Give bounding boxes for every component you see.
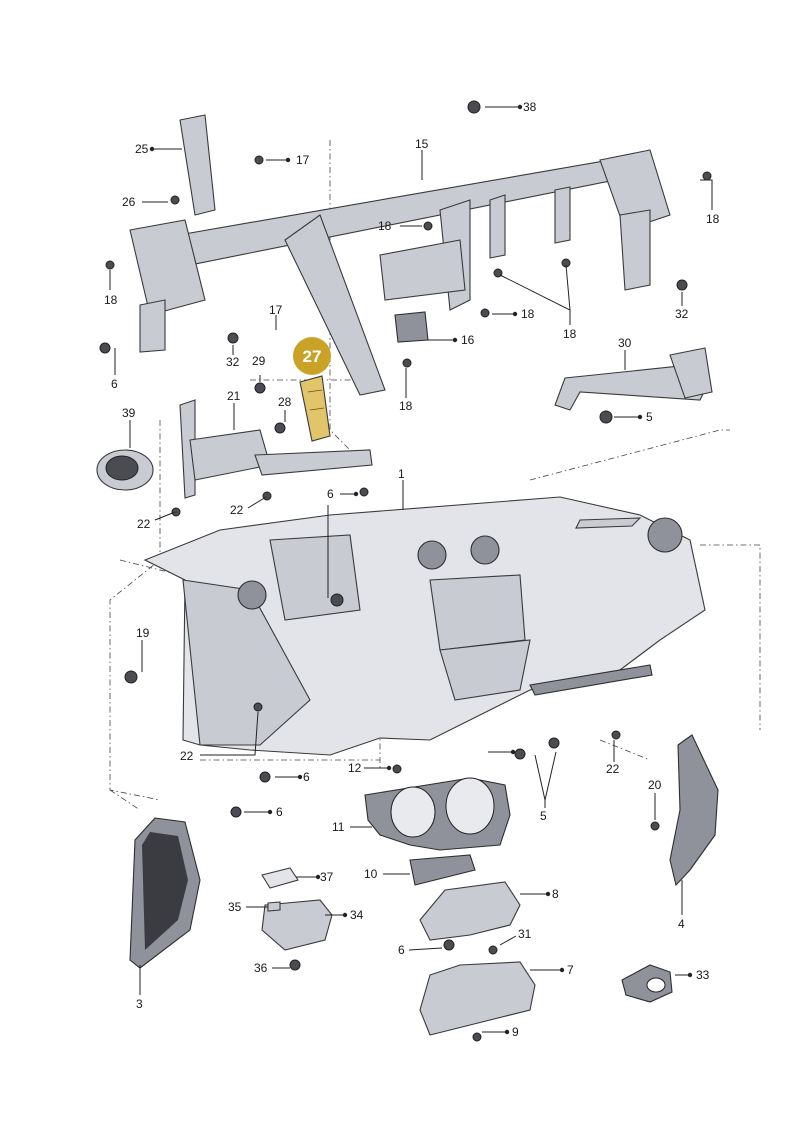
label-3: 3 (136, 997, 143, 1011)
label-10: 10 (364, 867, 378, 881)
label-22b: 22 (230, 503, 244, 517)
label-15: 15 (415, 137, 429, 151)
label-32b: 32 (226, 355, 240, 369)
label-21: 21 (227, 389, 241, 403)
parts-34-35-37 (261, 867, 333, 951)
label-18f: 18 (399, 399, 413, 413)
fasteners (99, 100, 712, 1042)
tape-roll-33 (621, 964, 673, 1003)
label-32a: 32 (675, 307, 689, 321)
bracket-30 (554, 347, 713, 411)
label-19: 19 (136, 626, 150, 640)
label-18c: 18 (104, 293, 118, 307)
cluster-surround-11 (364, 777, 511, 851)
callout-27[interactable]: 27 (293, 337, 331, 375)
label-1: 1 (398, 467, 405, 481)
label-17a: 17 (296, 153, 310, 167)
label-37: 37 (320, 870, 334, 884)
label-11: 11 (332, 820, 345, 834)
label-5a: 5 (646, 410, 653, 424)
bracket-21 (179, 399, 373, 499)
label-22c: 22 (180, 749, 194, 763)
label-6c: 6 (303, 770, 310, 784)
ring-39 (96, 449, 154, 491)
label-6a: 6 (111, 377, 118, 391)
cross-car-beam (129, 114, 671, 396)
label-30: 30 (618, 336, 632, 350)
label-16: 16 (461, 333, 475, 347)
label-18d: 18 (521, 307, 535, 321)
label-28: 28 (278, 395, 292, 409)
label-6d: 6 (276, 805, 283, 819)
label-9: 9 (512, 1025, 519, 1039)
label-7: 7 (567, 963, 574, 977)
label-36: 36 (254, 961, 268, 975)
label-34: 34 (350, 908, 364, 922)
label-18a: 18 (378, 219, 392, 233)
label-12: 12 (348, 761, 362, 775)
label-8: 8 (552, 887, 559, 901)
label-29: 29 (252, 354, 266, 368)
dashboard-body (143, 496, 706, 756)
column-covers (409, 854, 536, 1036)
label-33: 33 (696, 968, 710, 982)
label-22a: 22 (137, 517, 151, 531)
label-6e: 6 (398, 943, 405, 957)
part-27-highlighted (299, 375, 331, 442)
part-number-labels: 38 25 17 15 26 18 18 18 18 18 18 32 17 1… (104, 100, 720, 1039)
label-4: 4 (678, 917, 685, 931)
label-26: 26 (122, 195, 136, 209)
label-18b: 18 (706, 212, 720, 226)
label-17b: 17 (269, 303, 283, 317)
label-35: 35 (228, 900, 242, 914)
side-trim-3 (129, 817, 201, 969)
label-6b: 6 (327, 487, 334, 501)
callout-27-badge[interactable] (293, 337, 331, 375)
label-22d: 22 (606, 762, 620, 776)
label-5b: 5 (540, 809, 547, 823)
callout-27-label: 27 (303, 347, 322, 366)
label-31: 31 (518, 927, 532, 941)
label-38: 38 (523, 100, 537, 114)
label-39: 39 (122, 406, 136, 420)
label-18e: 18 (563, 327, 577, 341)
label-25: 25 (135, 142, 149, 156)
side-trim-4 (669, 734, 719, 887)
leader-lines (109, 104, 713, 1035)
label-20: 20 (648, 778, 662, 792)
